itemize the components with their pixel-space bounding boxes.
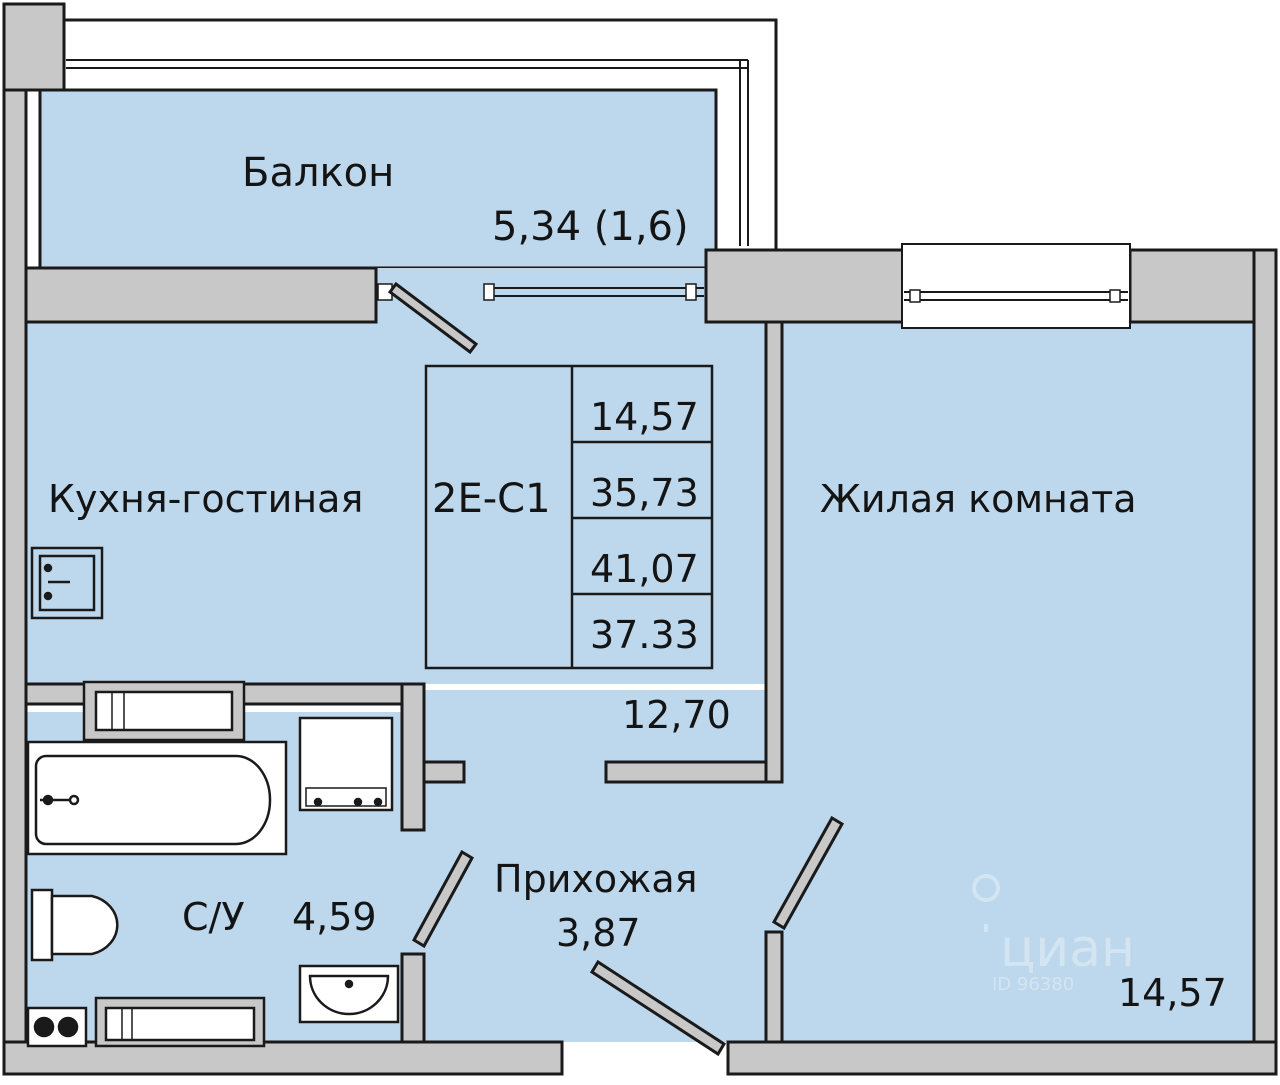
bathroom-area: 4,59 bbox=[292, 895, 377, 939]
doors bbox=[387, 281, 845, 1057]
balcony-door-frame bbox=[377, 283, 704, 301]
bedroom-room bbox=[782, 322, 1254, 1042]
bedroom-area: 14,57 bbox=[1118, 971, 1227, 1015]
hall-name: Прихожая bbox=[494, 857, 698, 901]
balcony-name: Балкон bbox=[242, 150, 394, 196]
bathroom-fixtures bbox=[26, 680, 400, 1048]
kitchen-name: Кухня-гостиная bbox=[48, 477, 363, 521]
bedroom-name: Жилая комната bbox=[820, 477, 1137, 521]
kitchen-living-room bbox=[26, 322, 766, 684]
kitchen-area: 12,70 bbox=[622, 693, 731, 737]
summary-table bbox=[424, 364, 714, 670]
apartment-code: 2E-C1 bbox=[432, 476, 551, 522]
summary-value-1: 14,57 bbox=[590, 395, 699, 439]
watermark-id: ID 96380 bbox=[992, 974, 1074, 995]
summary-value-2: 35,73 bbox=[590, 471, 699, 515]
kitchen-sink bbox=[30, 546, 104, 620]
watermark: циан ID 96380 bbox=[972, 874, 1135, 995]
balcony-area: 5,34 (1,6) bbox=[492, 204, 689, 250]
watermark-brand: циан bbox=[1000, 919, 1135, 979]
summary-value-3: 41,07 bbox=[590, 547, 699, 591]
summary-value-4: 37.33 bbox=[590, 613, 699, 657]
hall-area: 3,87 bbox=[556, 911, 641, 955]
bedroom-window bbox=[901, 243, 1131, 329]
bathroom-name: С/У bbox=[182, 895, 245, 939]
